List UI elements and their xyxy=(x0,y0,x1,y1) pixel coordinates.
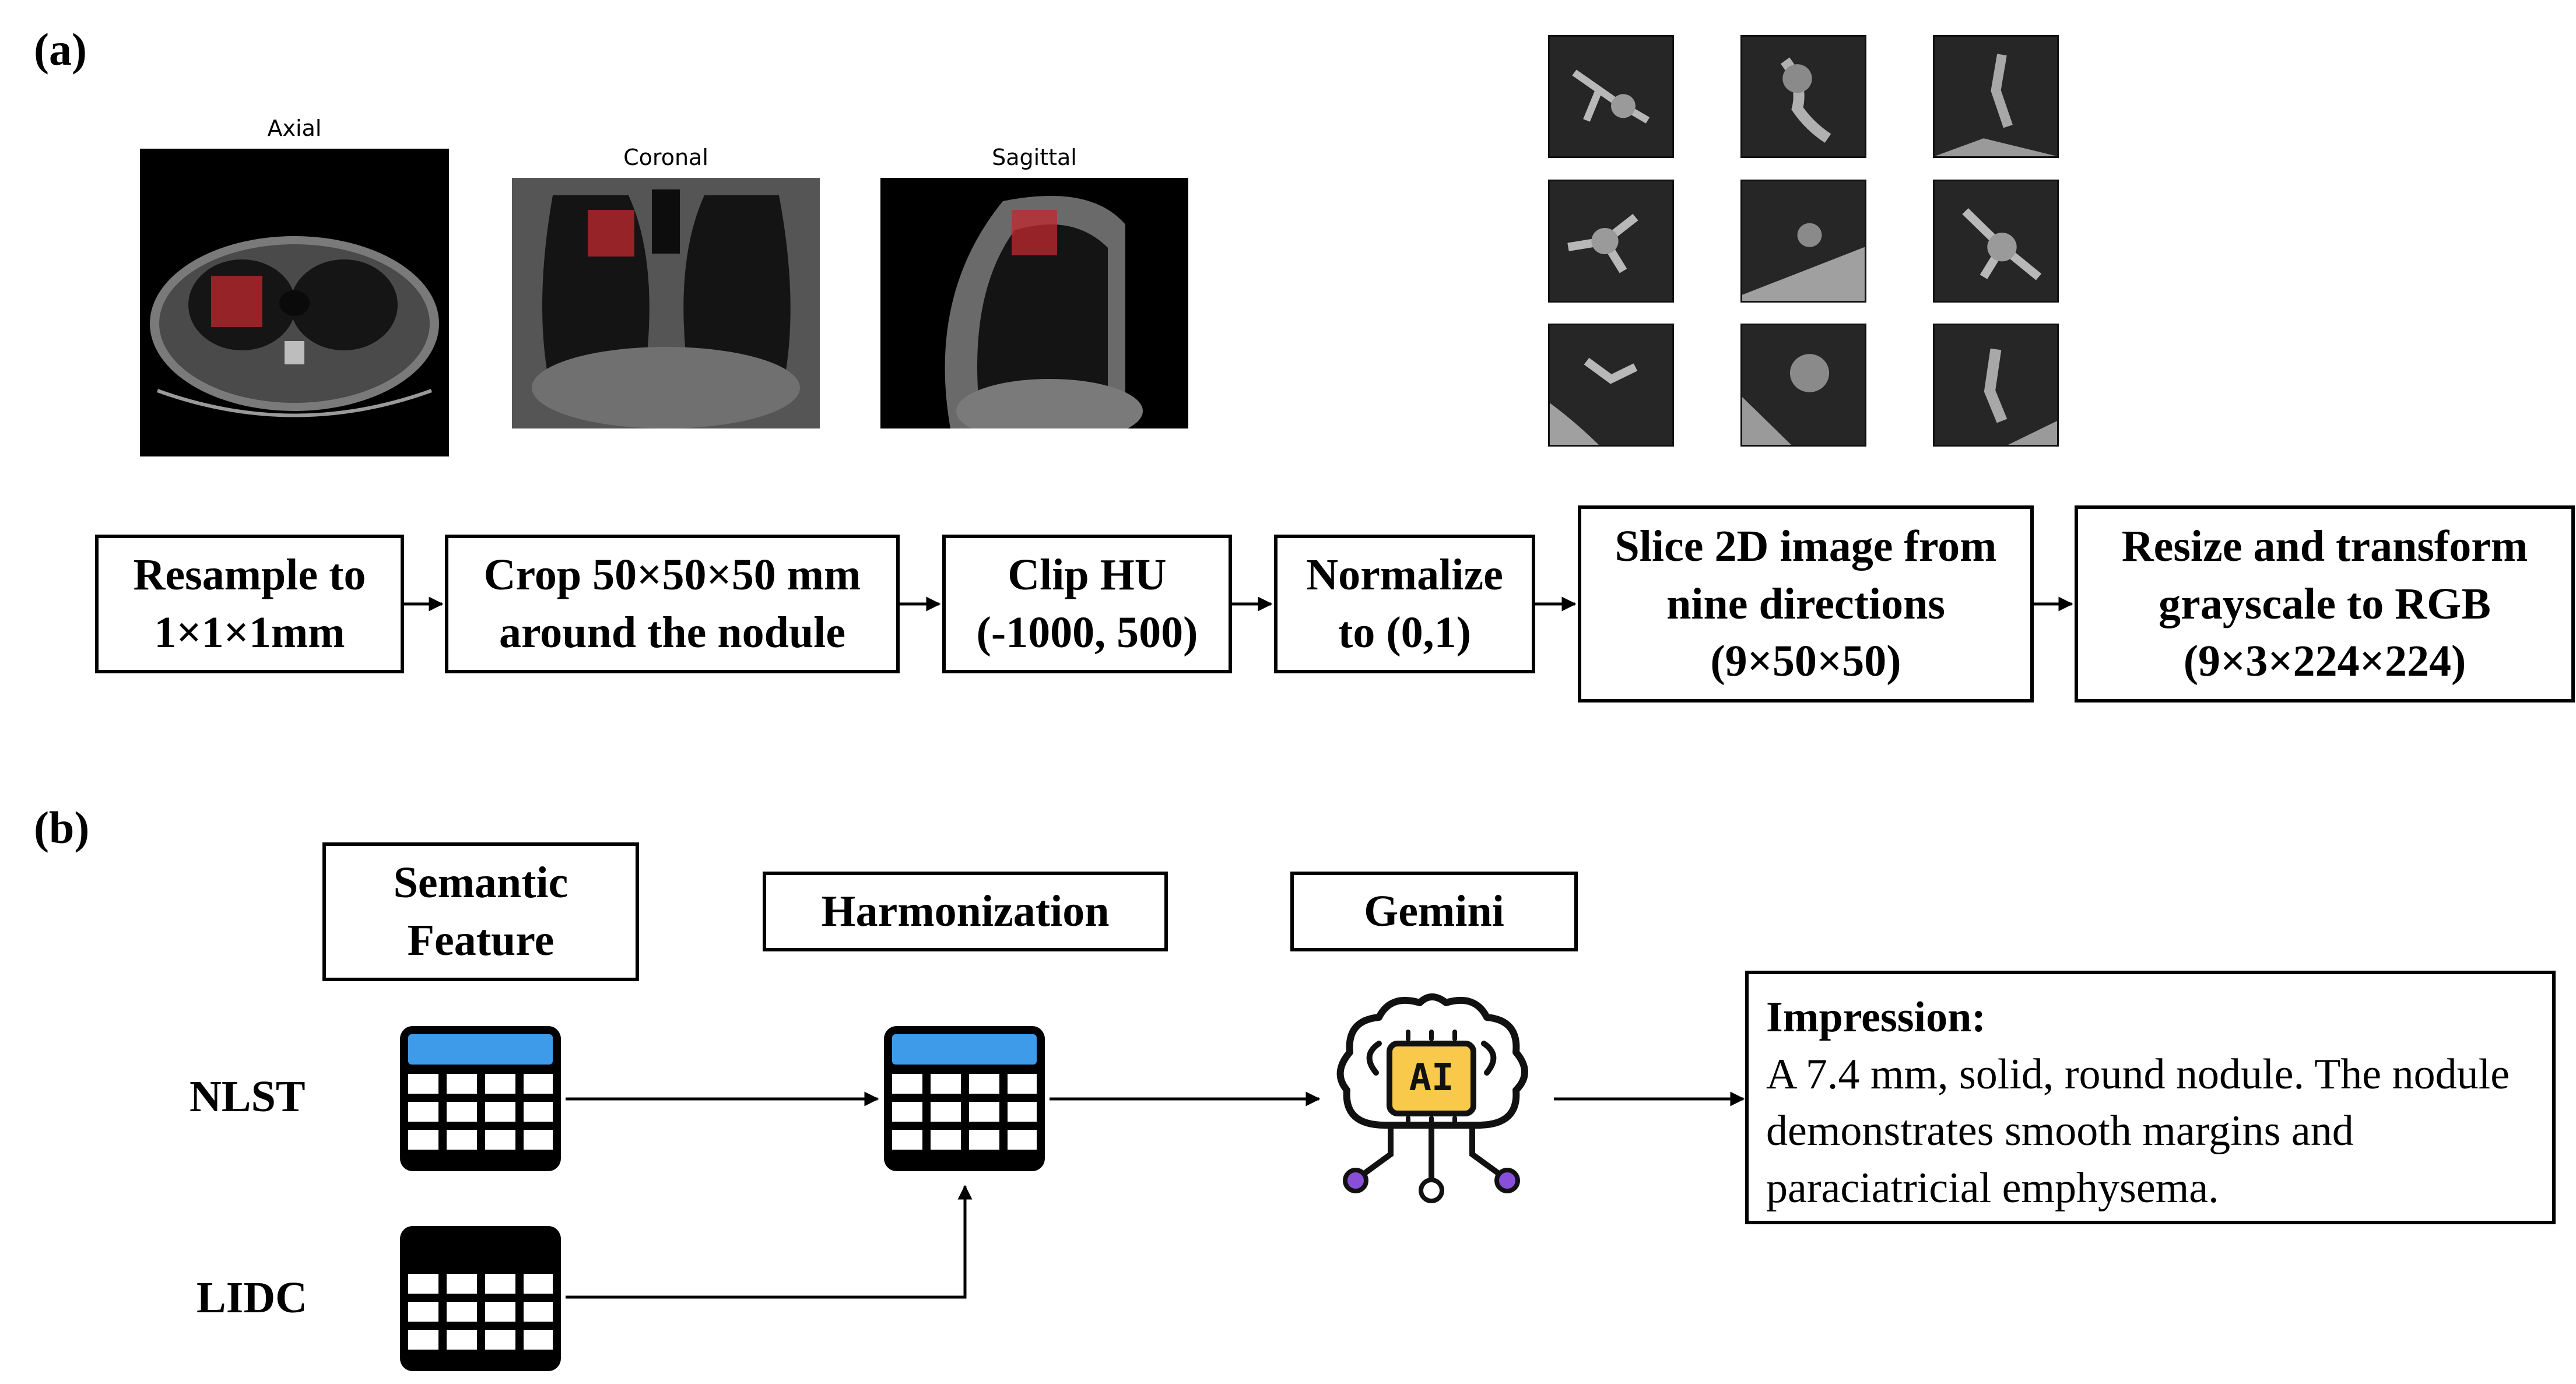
axial-title: Axial xyxy=(267,115,322,141)
sagittal-title: Sagittal xyxy=(992,145,1077,170)
impression-title: Impression: xyxy=(1766,993,1986,1041)
slice-patch-3 xyxy=(1933,35,2059,158)
impression-text: A 7.4 mm, solid, round nodule. The nodul… xyxy=(1766,1050,2510,1213)
panel-b-label: (b) xyxy=(34,802,90,853)
impression-box: Impression: A 7.4 mm, solid, round nodul… xyxy=(1745,971,2556,1224)
ai-chip-label: AI xyxy=(1409,1056,1454,1100)
slice-patch-1 xyxy=(1548,35,1674,158)
step-crop: Crop 50×50×50 mm around the nodule xyxy=(445,535,900,673)
slice-patch-9 xyxy=(1933,324,2059,447)
step-clip-hu: Clip HU (-1000, 500) xyxy=(942,535,1232,673)
nlst-label: NLST xyxy=(189,1072,306,1121)
harmonization-box: Harmonization xyxy=(763,872,1168,951)
semantic-feature-box: Semantic Feature xyxy=(322,842,639,981)
sagittal-ct-image xyxy=(880,178,1188,428)
slice-patch-2 xyxy=(1740,35,1866,158)
ai-brain-icon: AI xyxy=(1321,985,1542,1207)
slice-patch-6 xyxy=(1933,180,2059,303)
slice-patch-8 xyxy=(1740,324,1866,447)
slice-patch-7 xyxy=(1548,324,1674,447)
lidc-table-icon xyxy=(395,1221,566,1376)
slice-patch-4 xyxy=(1548,180,1674,303)
nlst-table-icon xyxy=(395,1021,566,1176)
harmonized-table-icon xyxy=(879,1021,1050,1176)
lidc-label: LIDC xyxy=(196,1273,308,1322)
gemini-box: Gemini xyxy=(1290,872,1578,951)
step-slice-2d: Slice 2D image from nine directions (9×5… xyxy=(1578,505,2034,702)
step-normalize: Normalize to (0,1) xyxy=(1274,535,1535,673)
axial-ct-image xyxy=(140,149,449,456)
step-resize-rgb: Resize and transform grayscale to RGB (9… xyxy=(2075,505,2575,702)
coronal-title: Coronal xyxy=(623,145,708,170)
step-resample: Resample to 1×1×1mm xyxy=(95,535,404,673)
slice-patch-5 xyxy=(1740,180,1866,303)
coronal-ct-image xyxy=(512,178,820,428)
panel-a-label: (a) xyxy=(34,24,87,75)
